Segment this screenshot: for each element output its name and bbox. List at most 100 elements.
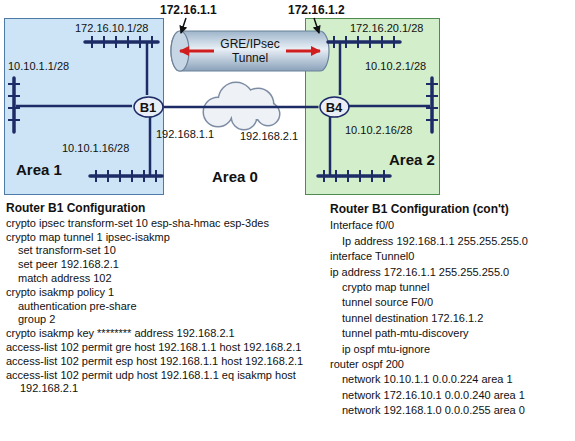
bus-tick: [335, 170, 337, 182]
bus-tick: [333, 36, 335, 48]
ip-label: 172.16.1.2: [288, 3, 345, 17]
ip-label: 192.168.1.1: [156, 128, 214, 140]
config-line: crypto isakmp policy 1: [6, 286, 324, 300]
bus-tick: [347, 170, 349, 182]
leader-arrow: [181, 18, 319, 33]
cloud-symbol: [231, 104, 258, 131]
lan-link: [146, 42, 149, 95]
cloud-symbol: [219, 83, 253, 117]
bus-tick: [426, 83, 438, 85]
bus-tick: [155, 170, 157, 182]
config-line: crypto isakmp key ******** address 192.1…: [6, 327, 324, 341]
tunnel-end: [171, 31, 189, 71]
lan-bus: [318, 174, 390, 178]
config-line: access-list 102 permit gre host 192.168.…: [6, 341, 324, 355]
config-line: set peer 192.168.2.1: [6, 258, 324, 272]
config-line: authentication pre-share: [6, 300, 324, 314]
bus-tick: [357, 36, 359, 48]
ip-label: 172.16.1.1: [160, 3, 217, 17]
config-line: interface Tunnel0: [330, 249, 570, 264]
bus-tick: [381, 36, 383, 48]
tunnel-arrow: [180, 50, 214, 53]
tunnel-label: GRE/IPsec Tunnel: [213, 37, 287, 65]
lan-link: [16, 42, 430, 176]
lan-bus: [14, 42, 432, 176]
config-line: group 2: [6, 313, 324, 327]
config-line: crypto map tunnel: [330, 280, 570, 295]
area-label: Area 2: [389, 151, 435, 168]
cloud-symbol: [256, 102, 281, 127]
tunnel-node: GRE/IPsec Tunnel: [170, 30, 330, 72]
tunnel-body: [171, 31, 329, 71]
bus-tick: [95, 170, 97, 182]
router-node: B1: [133, 96, 164, 118]
config-column: Router B1 Configurationcrypto ipsec tran…: [6, 202, 324, 396]
config-heading: Router B1 Configuration: [6, 202, 324, 216]
router-label: B4: [326, 100, 343, 115]
tunnel-arrow: [286, 50, 320, 53]
wan-link: [164, 106, 319, 109]
config-heading: Router B1 Configuration (con't): [330, 202, 570, 217]
ip-label: 192.168.2.1: [240, 130, 298, 142]
bus-ticks: [8, 36, 438, 182]
lan-link: [348, 105, 430, 108]
lan-link: [16, 105, 132, 108]
lan-link: [339, 42, 342, 95]
leader-arrow: [181, 18, 186, 33]
config-line: ip ospf mtu-ignore: [330, 342, 570, 357]
subnet-label: 172.16.10.1/28: [75, 22, 148, 34]
subnet-label: 10.10.2.16/28: [345, 124, 412, 136]
config-line: ip address 172.16.1.1 255.255.255.0: [330, 265, 570, 280]
router-label: B1: [140, 100, 157, 115]
config-line: set transform-set 10: [6, 244, 324, 258]
cloud-symbol: [242, 88, 275, 121]
config-line: tunnel source F0/0: [330, 295, 570, 310]
cloud-symbol: [203, 82, 281, 131]
config-line: network 10.10.1.1 0.0.0.224 area 1: [330, 372, 570, 387]
bus-tick: [127, 36, 129, 48]
subnet-label: 10.10.1.16/28: [62, 142, 129, 154]
config-line: access-list 102 permit esp host 192.168.…: [6, 355, 324, 369]
cloud-symbol: [257, 103, 279, 125]
config-line: match address 102: [6, 272, 324, 286]
bus-tick: [8, 107, 20, 109]
lan-bus: [90, 174, 162, 178]
lan-bus: [85, 40, 158, 44]
leader-arrow: [314, 18, 319, 33]
lan-bus: [12, 78, 16, 132]
bus-tick: [91, 36, 93, 48]
lan-bus: [328, 40, 400, 44]
config-column: Router B1 Configuration (con't)Interface…: [330, 202, 570, 419]
bus-tick: [151, 36, 153, 48]
cloud-symbol: [243, 89, 273, 119]
config-line: tunnel destination 172.16.1.2: [330, 311, 570, 326]
bus-tick: [103, 36, 105, 48]
bus-tick: [8, 119, 20, 121]
bus-tick: [426, 119, 438, 121]
router-outline: [320, 97, 349, 117]
config-line: crypto ipsec transform-set 10 esp-sha-hm…: [6, 217, 324, 231]
bus-tick: [369, 36, 371, 48]
bus-tick: [143, 170, 145, 182]
area-region: Area 1 B1: [4, 18, 164, 195]
bus-tick: [393, 36, 395, 48]
bus-tick: [426, 107, 438, 109]
bus-tick: [426, 95, 438, 97]
bus-tick: [371, 170, 373, 182]
config-line: network 172.16.10.1 0.0.0.240 area 1: [330, 388, 570, 403]
subnet-label: 10.10.2.1/28: [365, 60, 426, 72]
bus-tick: [345, 36, 347, 48]
bus-tick: [131, 170, 133, 182]
bus-tick: [8, 83, 20, 85]
area-label: Area 0: [212, 168, 258, 185]
config-line: Interface f0/0: [330, 218, 570, 233]
config-line: network 192.168.1.0 0.0.0.255 area 0: [330, 403, 570, 418]
subnet-label: 10.10.1.1/28: [8, 60, 69, 72]
cloud-symbol: [218, 82, 255, 119]
cloud-symbol: [203, 97, 234, 128]
router-node: B4: [319, 96, 350, 118]
lan-link: [329, 117, 332, 176]
config-line: router ospf 200: [330, 357, 570, 372]
bus-tick: [115, 36, 117, 48]
area-label: Area 1: [16, 161, 62, 178]
